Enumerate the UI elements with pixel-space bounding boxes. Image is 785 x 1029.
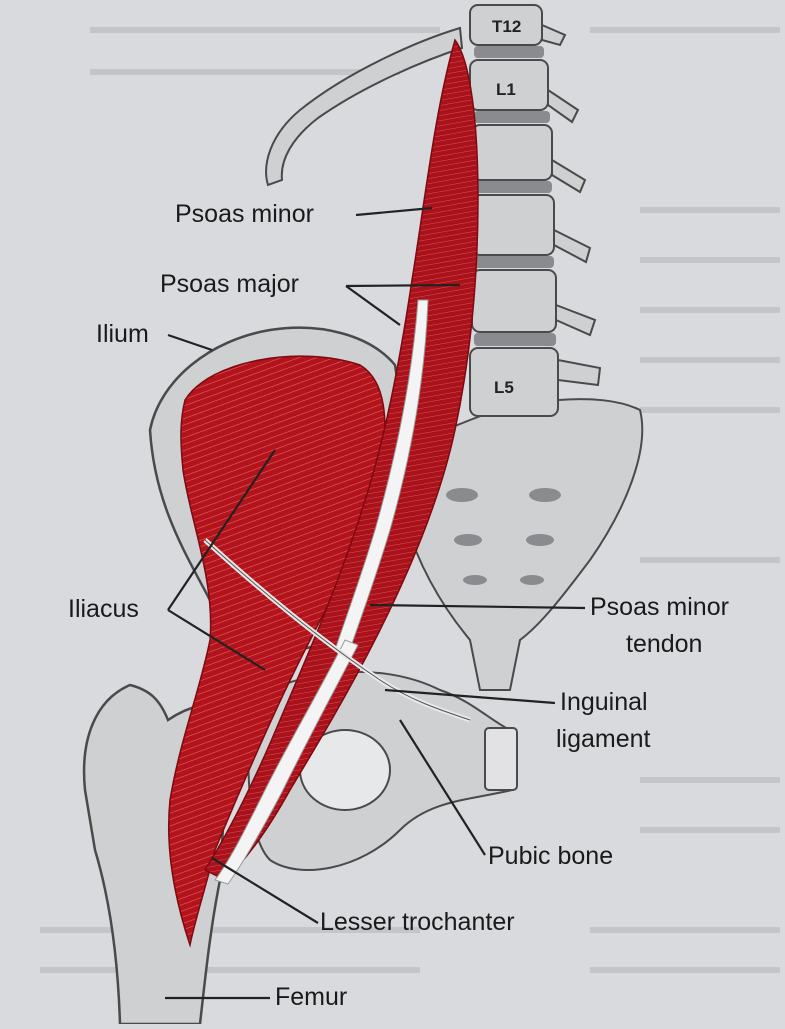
vertebra-label-l1: L1	[496, 80, 516, 99]
label-femur: Femur	[275, 983, 348, 1011]
label-pubic-bone: Pubic bone	[488, 842, 614, 870]
label-psoas-major: Psoas major	[160, 270, 299, 298]
sacrum	[403, 398, 644, 691]
sacral-foramina	[446, 488, 561, 585]
intervertebral-discs	[474, 46, 556, 346]
label-psoas-minor-tendon-line1: Psoas minor	[590, 593, 729, 621]
leader-lines	[165, 206, 586, 1000]
vertebra-label-l5: L5	[494, 378, 514, 397]
label-iliacus: Iliacus	[68, 595, 139, 623]
rib	[265, 26, 464, 187]
label-psoas-minor: Psoas minor	[175, 200, 314, 228]
label-inguinal-line2: ligament	[556, 725, 651, 753]
label-lesser-trochanter: Lesser trochanter	[320, 908, 515, 936]
background-text-lines	[40, 27, 780, 973]
lumbar-spine	[469, 4, 602, 417]
label-inguinal-line1: Inguinal	[560, 688, 648, 716]
label-psoas-minor-tendon-line2: tendon	[626, 630, 703, 658]
psoas-tendon-lower	[214, 639, 359, 885]
label-ilium: Ilium	[96, 320, 149, 348]
vertebra-label-t12: T12	[492, 17, 522, 36]
pubic-symphysis	[484, 727, 518, 791]
